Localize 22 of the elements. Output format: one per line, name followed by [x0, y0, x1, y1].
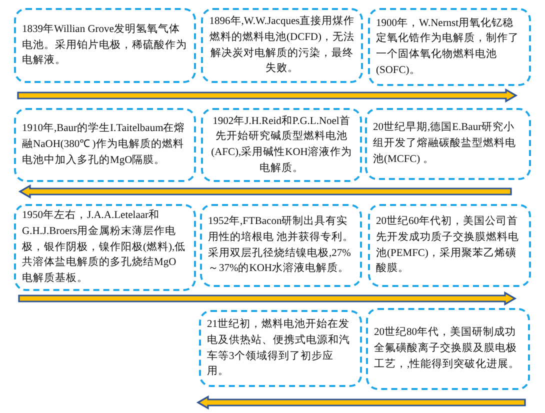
timeline-event-box — [14, 108, 196, 182]
event-description: 1950年左右，J.A.A.Letelaar和G.H.J.Broers用金属粉末薄层作电极，银作阴极，镍作阳极(燃料),低共溶体盐电解质的多孔烧结MgO 电解质基板。 — [22, 208, 187, 286]
event-description: 1910年,Baur的学生I.Taitelbaum在熔融NaOH(380℃ )作为电解质的燃料电池中加入多孔的MgO隔膜。 — [22, 121, 186, 168]
timeline-event-box — [368, 8, 531, 86]
timeline-event-box — [200, 204, 362, 287]
timeline-event-box — [368, 204, 531, 287]
timeline-event-box — [366, 308, 530, 390]
timeline-event-box — [199, 310, 362, 387]
event-description: 1952年,FTBacon研制出具有实用性的培根电 池并获得专利。采用双层孔径烧结镍电极,27%～37%的KOH水溶液电解质。 — [208, 214, 354, 276]
timeline-event-box — [201, 8, 363, 83]
event-description: 1900年，W.Nernst用氧化钇稳定氧化锆作为电解质，制作了一个固体氧化物燃料电池(SOFC)。 — [376, 16, 520, 78]
timeline-event-box — [14, 8, 196, 83]
event-description: 20世纪早期,德国E.Baur研究小组开发了熔融碳酸盐型燃料电池(MCFC) 。 — [373, 120, 517, 167]
event-description: 21世纪初，燃料电池开始在发电及供热站、便携式电源和汽车等3个领域得到了初步应用。 — [207, 317, 351, 380]
timeline-event-box — [14, 204, 196, 291]
event-description: 1839年Willian Grove发明氢氧气体电池。采用铂片电极，稀硫酸作为电解液。 — [22, 22, 188, 68]
event-description: 1896年,W.W.Jacques直接用煤作燃料的燃料电池(DCFD)，无法解决炭对电解质的污染，最终失败。 — [209, 14, 355, 76]
event-description: 20世纪80年代，美国研制成功全氟磺酸离子交换膜及膜电极工艺，,性能得到突破化进展。 — [374, 325, 521, 372]
timeline-event-box — [201, 108, 362, 182]
event-description: 20世纪60年代初，美国公司首先开发成功质子交换膜燃料电池(PEMFC)，采用聚苯乙烯磺酸膜。 — [376, 214, 520, 276]
timeline-event-box — [365, 108, 531, 180]
event-description: 1902年J.H.Reid和P.G.L.Noel首先开始研究碱质型燃料电池(AFC),采用碱性KOH溶液作为电解质。 — [210, 114, 353, 176]
